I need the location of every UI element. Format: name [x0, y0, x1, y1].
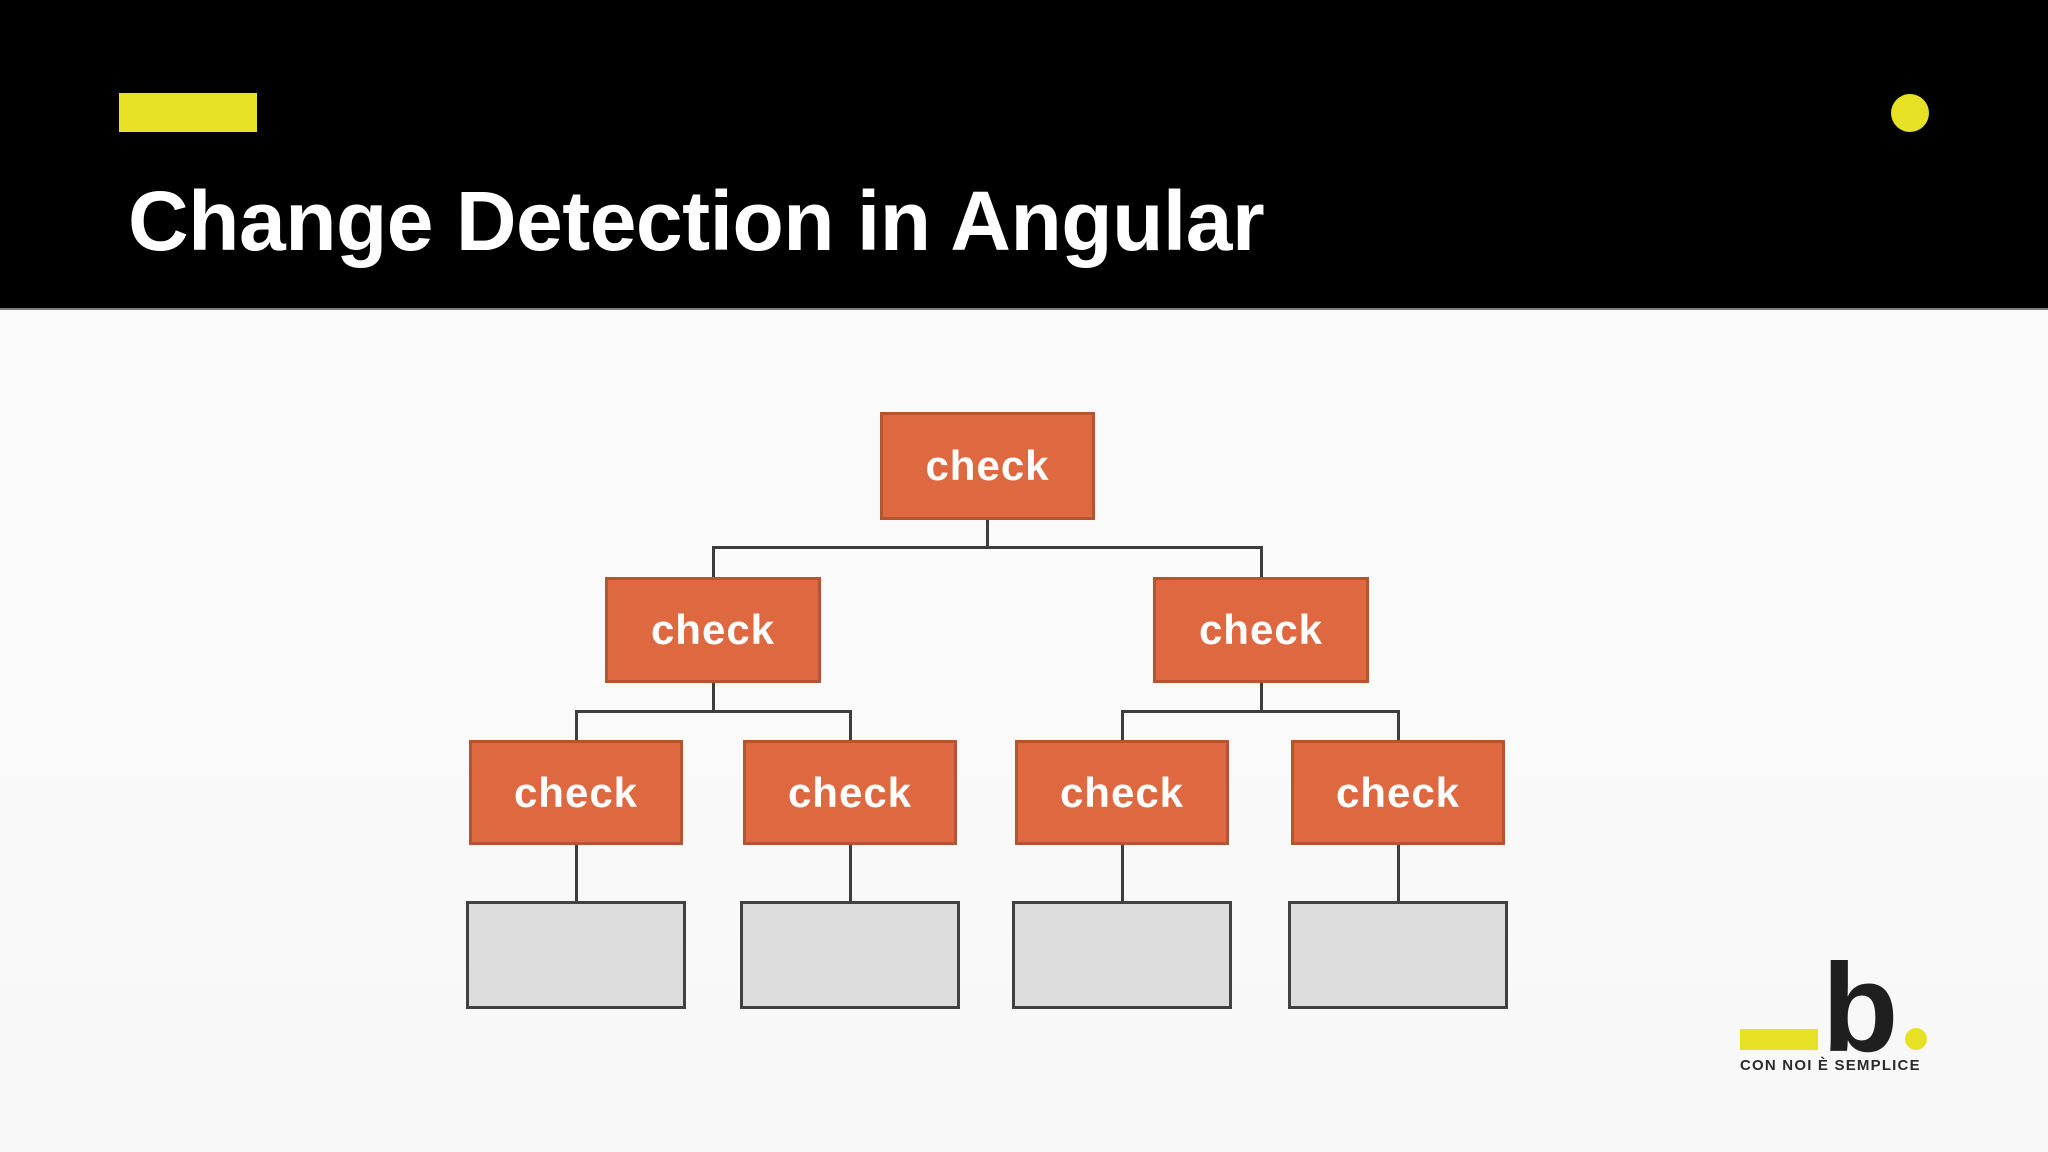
connector-line [1260, 546, 1263, 580]
logo-underscore-bar [1740, 1029, 1818, 1050]
logo-letter-b: b [1822, 939, 1899, 1078]
check-node-label: check [787, 768, 913, 816]
check-node-label: check [650, 606, 776, 653]
check-node-label: check [925, 442, 1050, 489]
connector-line [1397, 710, 1400, 743]
check-node-root: check [880, 412, 1095, 520]
leaf-node-2 [740, 901, 960, 1009]
connector-line [849, 710, 852, 743]
connector-line [575, 710, 852, 713]
connector-line [575, 843, 578, 904]
leaf-node-4 [1288, 901, 1508, 1009]
check-node-label: check [513, 768, 639, 816]
check-node-label: check [1198, 606, 1324, 653]
connector-line [849, 843, 852, 904]
leaf-node-1 [466, 901, 686, 1009]
check-node-level3-1: check [469, 740, 683, 845]
connector-line [1121, 843, 1124, 904]
connector-line [1121, 710, 1124, 743]
connector-line [712, 546, 715, 580]
connector-line [712, 681, 715, 713]
accent-dot [1891, 94, 1929, 132]
connector-line [712, 546, 1263, 549]
check-node-label: check [1335, 768, 1461, 816]
connector-line [1121, 710, 1400, 713]
check-node-level2-left: check [605, 577, 821, 683]
connector-line [1260, 681, 1263, 713]
check-node-level3-4: check [1291, 740, 1505, 845]
connector-line [986, 518, 989, 549]
page-title: Change Detection in Angular [128, 174, 1265, 268]
logo-dot [1905, 1028, 1927, 1050]
header-bar: Change Detection in Angular [0, 0, 2048, 310]
check-node-label: check [1059, 768, 1185, 816]
check-node-level2-right: check [1153, 577, 1369, 683]
logo-tagline: CON NOI È SEMPLICE [1740, 1057, 1921, 1074]
brand-logo: b CON NOI È SEMPLICE [1730, 930, 1940, 1090]
check-node-level3-2: check [743, 740, 957, 845]
leaf-node-3 [1012, 901, 1232, 1009]
accent-bar [119, 93, 257, 132]
connector-line [575, 710, 578, 743]
connector-line [1397, 843, 1400, 904]
check-node-level3-3: check [1015, 740, 1229, 845]
